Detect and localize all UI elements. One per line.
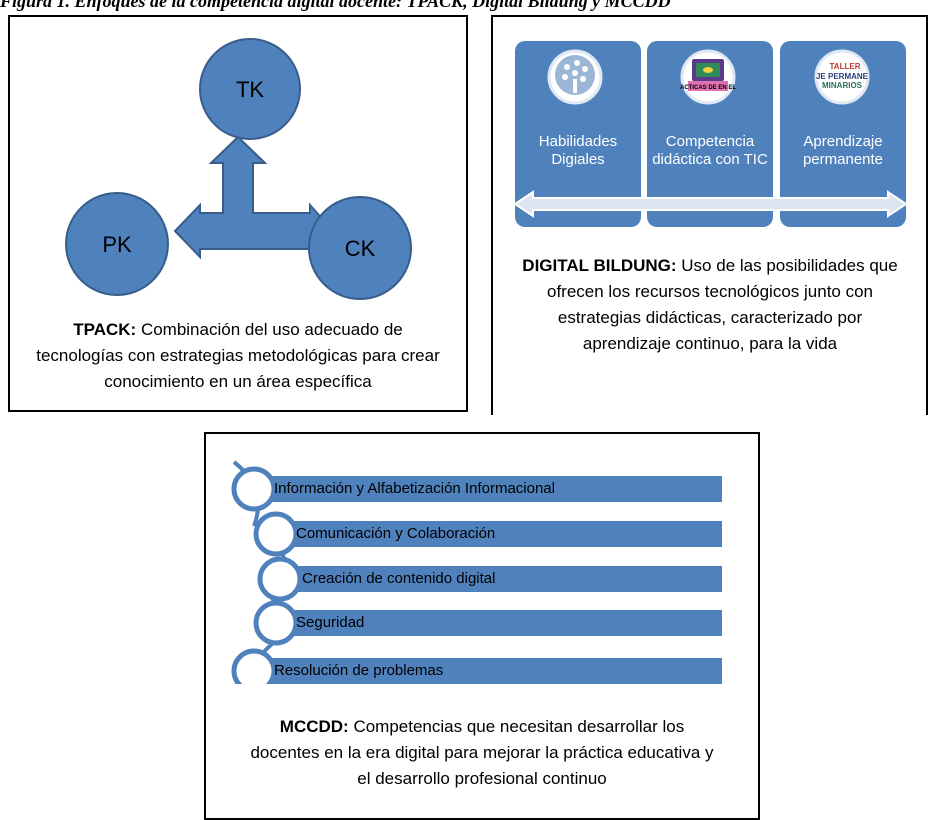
tk-label: TK xyxy=(236,77,264,102)
mccdd-panel: Información y Alfabetización Informacion… xyxy=(204,432,760,820)
mccdd-text: Competencias que necesitan desarrollar l… xyxy=(250,717,714,788)
double-arrow xyxy=(513,190,908,218)
card-aprendizaje xyxy=(780,41,906,227)
tk-circle xyxy=(199,38,301,140)
mccdd-description: MCCDD: Competencias que necesitan desarr… xyxy=(246,714,718,792)
card-label-competencia: Competencia didáctica con TIC xyxy=(652,133,768,168)
digital-bildung-panel: ACTICAS DE EN EL TALLER JE PERMANE MINAR… xyxy=(491,15,928,415)
bar-circle-5 xyxy=(231,648,277,684)
people-tree-icon xyxy=(547,49,603,105)
bar-circle-2 xyxy=(253,511,299,557)
figure-caption: Figura 1. Enfoques de la competencia dig… xyxy=(0,0,671,11)
tpack-description: TPACK: Combinación del uso adecuado de t… xyxy=(30,317,446,395)
word-cloud-line-3: MINARIOS xyxy=(822,81,863,90)
classroom-icon-text: ACTICAS DE EN EL xyxy=(680,85,736,91)
tpack-diagram: TK PK CK xyxy=(65,38,412,300)
bar-item-5 xyxy=(254,658,722,684)
tpack-term: TPACK: xyxy=(73,320,137,339)
bar-item-1 xyxy=(254,476,722,502)
card-habilidades xyxy=(515,41,641,227)
ck-label: CK xyxy=(345,236,376,261)
pk-circle xyxy=(65,192,169,296)
tpack-panel: TK PK CK TPACK: Combinación del uso adec… xyxy=(8,15,468,412)
ck-circle xyxy=(308,196,412,300)
digital-bildung-term: DIGITAL BILDUNG: xyxy=(522,256,677,275)
mccdd-diagram xyxy=(231,460,722,684)
bar-item-3 xyxy=(280,566,722,592)
card-label-habilidades: Habilidades Digiales xyxy=(538,133,618,168)
mccdd-term: MCCDD: xyxy=(279,717,349,736)
bar-circle-3 xyxy=(257,556,303,602)
word-cloud-line-2: JE PERMANE xyxy=(816,72,869,81)
tpack-text: Combinación del uso adecuado de tecnolog… xyxy=(36,320,440,391)
digital-bildung-description: DIGITAL BILDUNG: Uso de las posibilidade… xyxy=(519,253,901,357)
mccdd-item-4: Seguridad xyxy=(296,614,365,631)
pk-label: PK xyxy=(102,232,132,257)
card-competencia xyxy=(647,41,773,227)
mccdd-item-3: Creación de contenido digital xyxy=(302,570,496,587)
card-label-aprendizaje: Aprendizaje permanente xyxy=(802,133,884,168)
bar-item-4 xyxy=(276,610,722,636)
mccdd-item-5: Resolución de problemas xyxy=(274,662,444,679)
word-cloud-line-1: TALLER xyxy=(830,62,861,71)
classroom-board-icon: ACTICAS DE EN EL xyxy=(680,49,736,105)
word-cloud-icon: TALLER JE PERMANE MINARIOS xyxy=(814,49,870,105)
mccdd-item-1: Información y Alfabetización Informacion… xyxy=(274,480,555,497)
mccdd-item-2: Comunicación y Colaboración xyxy=(296,525,496,542)
digital-bildung-diagram: ACTICAS DE EN EL TALLER JE PERMANE MINAR… xyxy=(513,41,908,227)
digital-bildung-text: Uso de las posibilidades que ofrecen los… xyxy=(546,256,898,353)
three-way-arrow xyxy=(173,135,335,260)
bar-circle-1 xyxy=(231,466,277,512)
bar-circle-4 xyxy=(253,600,299,646)
bar-item-2 xyxy=(276,521,722,547)
